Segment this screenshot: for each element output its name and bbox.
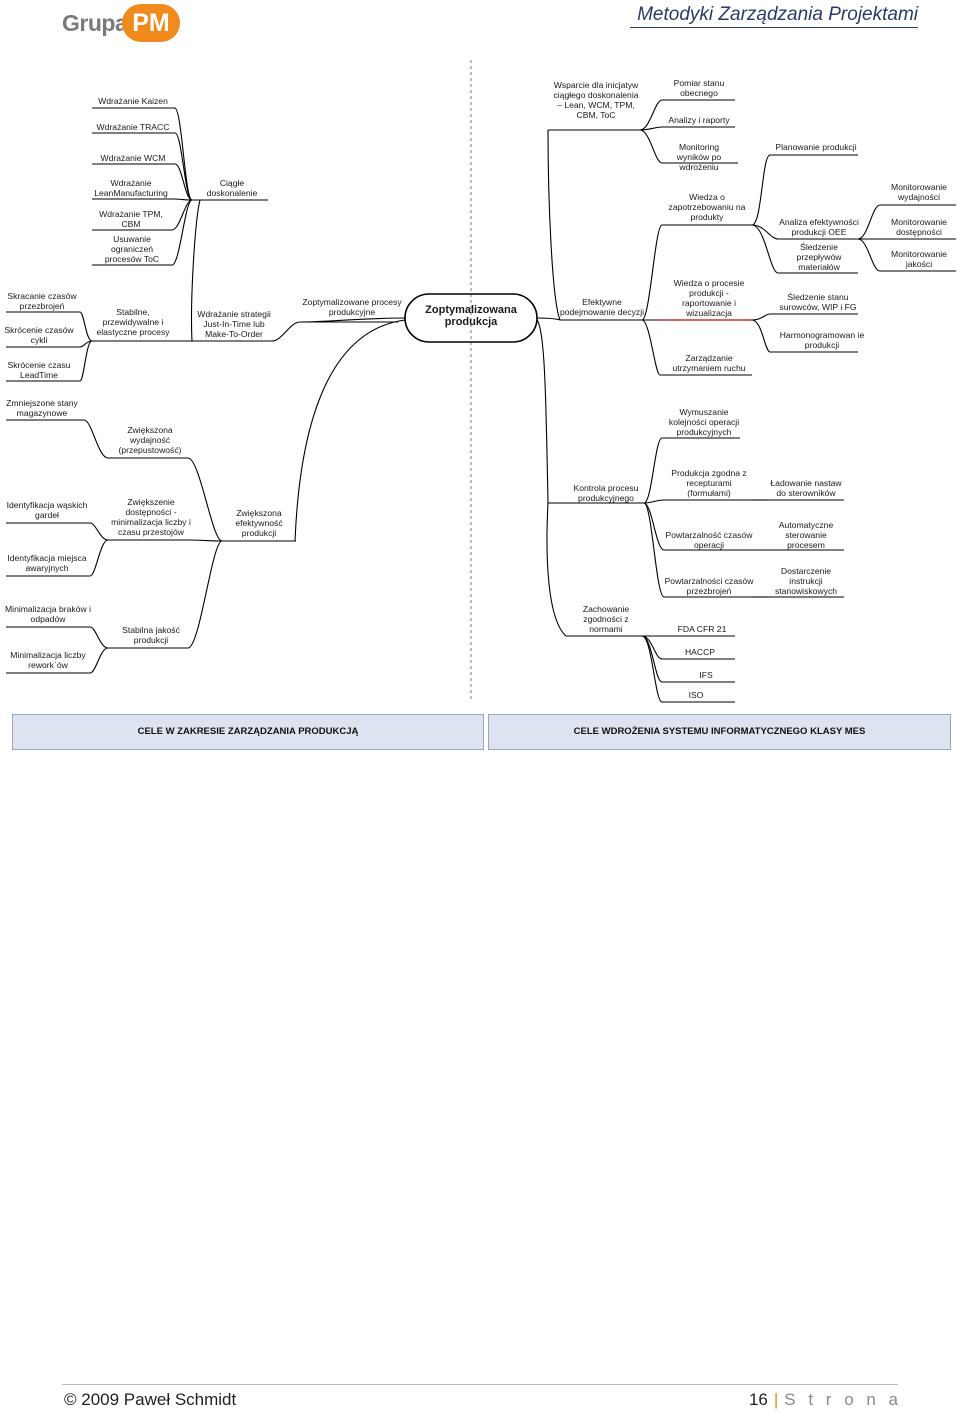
node-analiza-oee: Analiza efektywności produkcji OEE <box>779 217 859 237</box>
node-zwiekszenie-dostepnosci: Zwiększenie dostępności - minimalizacja … <box>111 497 191 537</box>
node-usuwanie-ograniczen: Usuwanie ograniczeń procesów ToC <box>104 234 160 264</box>
title-underline <box>630 27 918 28</box>
node-sledzenie-przeplywow: Śledzenie przepływów materiałów <box>796 242 842 272</box>
node-efektywne-decyzje: Efektywne podejmowanie decyzji <box>559 297 645 317</box>
node-monitoring-wynikow: Monitoring wyników po wdrożeniu <box>676 142 722 172</box>
node-automatyczne-sterowanie: Automatyczne sterowanie procesem <box>778 520 834 550</box>
node-wiedza-produkty: Wiedza o zapotrzebowaniu na produkty <box>668 192 746 222</box>
node-stabilne-procesy: Stabilne, przewidywalne i elastyczne pro… <box>96 307 170 337</box>
footer-page: 16 | S t r o n a <box>749 1390 902 1410</box>
node-zmniejszone-stany: Zmniejszone stany magazynowe <box>6 398 78 418</box>
node-stabilna-jakosc: Stabilna jakość produkcji <box>122 625 180 645</box>
page-separator: | <box>773 1390 779 1409</box>
node-fda: FDA CFR 21 <box>677 624 727 634</box>
page-word: S t r o n a <box>784 1390 902 1409</box>
document-title: Metodyki Zarządzania Projektami <box>637 4 918 25</box>
node-analizy-raporty: Analizy i raporty <box>668 115 730 125</box>
node-wdrazanie-kaizen: Wdrażanie Kaizen <box>98 96 168 106</box>
page-number: 16 <box>748 1390 768 1409</box>
node-monitorowanie-dostepnosci: Monitorowanie dostępności <box>891 217 947 237</box>
banner-production-goals: CELE W ZAKRESIE ZARZĄDZANIA PRODUKCJĄ <box>12 714 484 750</box>
node-dostarczenie-instrukcji: Dostarczenie instrukcji stanowiskowych <box>774 566 838 596</box>
node-identyfikacja-gardel: Identyfikacja wąskich gardeł <box>6 500 88 520</box>
node-skracanie-przezbrojen: Skracanie czasów przezbrojeń <box>7 291 77 311</box>
node-minimalizacja-brakow: Minimalizacja braków i odpadów <box>5 604 91 624</box>
node-zwiekszona-wydajnosc: Zwiększona wydajność (przepustowość) <box>118 425 182 455</box>
node-wdrazanie-tpm: Wdrażanie TPM, CBM <box>99 209 163 229</box>
logo-badge: PM <box>122 4 180 42</box>
node-produkcja-recepturami: Produkcja zgodna z recepturami (formułam… <box>671 468 747 498</box>
logo-text: Grupa <box>62 10 128 36</box>
node-zachowanie-zgodnosci: Zachowanie zgodności z normami <box>582 604 630 634</box>
node-wiedza-procesie: Wiedza o procesie produkcji - raportowan… <box>673 278 745 318</box>
footer-divider <box>62 1384 898 1385</box>
node-zoptymalizowane-procesy: Zoptymalizowane procesy produkcyjne <box>302 297 402 317</box>
node-planowanie-produkcji: Planowanie produkcji <box>775 142 857 152</box>
node-kontrola-procesu: Kontrola procesu produkcyjnego <box>573 483 639 503</box>
banner-mes-goals: CELE WDROŻENIA SYSTEMU INFORMATYCZNEGO K… <box>488 714 951 750</box>
node-iso: ISO <box>688 690 704 700</box>
node-wymuszanie-kolejnosci: Wymuszanie kolejności operacji produkcyj… <box>668 407 740 437</box>
node-identyfikacja-awaryjnych: Identyfikacja miejsca awaryjnych <box>7 553 87 573</box>
node-wsparcie-inicjatyw: Wsparcie dla inicjatyw ciągłego doskonal… <box>553 80 639 120</box>
node-harmonogramowanie: Harmonogramowan ie produkcji <box>779 330 865 350</box>
node-zwiekszona-efektywnosc: Zwiększona efektywność produkcji <box>235 508 283 538</box>
node-wdrazanie-tracc: Wdrażanie TRACC <box>96 122 170 132</box>
node-wdrazanie-wcm: Wdrażanie WCM <box>100 153 166 163</box>
node-skrocenie-cykli: Skrócenie czasów cykli <box>4 325 74 345</box>
node-powtarzalnosc-operacji: Powtarzalność czasów operacji <box>665 530 753 550</box>
footer-copyright: © 2009 Paweł Schmidt <box>64 1390 237 1409</box>
node-wdrazanie-lean: Wdrażanie LeanManufacturing <box>94 178 168 198</box>
node-pomiar-stanu: Pomiar stanu obecnego <box>673 78 725 98</box>
node-wdrazanie-strategii: Wdrażanie strategii Just-In-Time lub Mak… <box>197 309 271 339</box>
node-sledzenie-stanu: Śledzenie stanu surowców, WIP i FG <box>779 292 857 312</box>
node-ciagle-doskonalenie: Ciągłe doskonalenie <box>206 178 258 198</box>
node-minimalizacja-reworkow: Minimalizacja liczby rework`ów <box>10 650 86 670</box>
node-haccp: HACCP <box>684 647 716 657</box>
node-monitorowanie-jakosci: Monitorowanie jakości <box>891 249 947 269</box>
node-ifs: IFS <box>699 670 713 680</box>
node-powtarzalnosc-przezbrojen: Powtarzalności czasów przezbrojeń <box>664 576 754 596</box>
node-monitorowanie-wydajnosci: Monitorowanie wydajności <box>891 182 947 202</box>
node-ladowanie-nastaw: Ładowanie nastaw do sterowników <box>770 478 842 498</box>
node-skrocenie-leadtime: Skrócenie czasu LeadTime <box>7 360 71 380</box>
root-node: Zoptymalizowana produkcja <box>425 304 517 328</box>
node-zarzadzanie-ruchu: Zarządzanie utrzymaniem ruchu <box>672 353 746 373</box>
